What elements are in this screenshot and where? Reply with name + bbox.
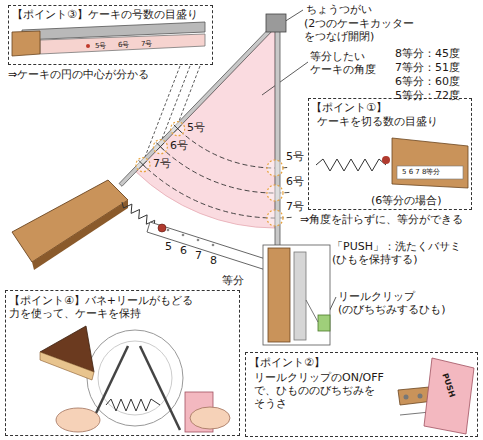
hinge xyxy=(266,14,286,32)
mark xyxy=(171,122,185,136)
spring xyxy=(106,399,160,411)
label: 5 xyxy=(165,240,172,253)
label: 5号 xyxy=(286,150,304,163)
label: ちょうつがい xyxy=(306,3,372,16)
cutter xyxy=(140,346,180,430)
label: 6 xyxy=(180,244,187,257)
label: 等分 xyxy=(222,274,244,287)
point-text: (6等分の場合) xyxy=(371,194,442,207)
pointer-dot xyxy=(382,156,390,164)
x-mark xyxy=(139,161,147,169)
reel-clip xyxy=(318,315,330,331)
label: 7号 xyxy=(141,40,152,48)
label: 5 6 7 8等分 xyxy=(402,168,441,176)
size-arcs xyxy=(138,125,291,218)
ruler-dot xyxy=(86,44,90,48)
point-box: 【ポイント②】リールクリップのON/OFF で、ひもののびちぢみを そうさ xyxy=(245,352,478,437)
mark xyxy=(136,158,150,172)
right-handle xyxy=(268,248,290,342)
scale-strip xyxy=(397,166,463,179)
point-text: ケーキを切る数の目盛り xyxy=(317,115,438,128)
label: 等分したい ケーキの角度 xyxy=(310,50,400,76)
label: 5号 xyxy=(95,42,106,50)
label: 7号 xyxy=(286,200,304,213)
x-mark xyxy=(156,143,164,151)
leader xyxy=(284,10,303,22)
reel-string xyxy=(306,300,318,322)
label: 5等分：72度 xyxy=(395,89,460,102)
label: 8等分：45度 xyxy=(395,47,460,60)
point-heading: 【ポイント②】 xyxy=(249,356,325,369)
left-handle-side xyxy=(32,200,128,270)
scale-block xyxy=(392,138,468,188)
hand xyxy=(190,407,230,429)
left-blade xyxy=(119,25,275,186)
spring xyxy=(316,159,386,171)
label: 8 xyxy=(210,254,217,267)
ruler-scale xyxy=(40,34,205,54)
point-heading: 【ポイント①】 xyxy=(311,101,387,114)
label: ⇒ケーキの円の中心が分かる xyxy=(8,68,149,81)
label: 5号 xyxy=(187,121,205,134)
mark-circles xyxy=(136,122,283,226)
ruler-handle xyxy=(12,31,40,56)
handle-detail xyxy=(263,245,330,345)
left-handle xyxy=(12,180,128,262)
scale-ruler xyxy=(147,222,275,272)
point-box: 【ポイント①】ケーキを切る数の目盛り (6等分の場合) xyxy=(308,98,472,210)
push-clip xyxy=(424,358,474,434)
point-box: 【ポイント③】ケーキの号数の目盛り xyxy=(8,5,213,65)
point-box: 【ポイント④】バネ+リールがもどる 力を使って、ケーキを保持 xyxy=(5,290,240,436)
point-heading: 【ポイント④】バネ+リールがもどる 力を使って、ケーキを保持 xyxy=(9,294,237,320)
label: 7等分：51度 xyxy=(395,61,460,74)
label: 6号 xyxy=(118,41,129,49)
label: 7号 xyxy=(153,157,171,170)
point-heading: 【ポイント③】ケーキの号数の目盛り xyxy=(12,8,198,21)
leader xyxy=(262,62,308,95)
angle-fan xyxy=(136,28,275,228)
hand xyxy=(56,408,100,432)
label: ⇒角度を計らずに、等分ができる xyxy=(300,213,463,226)
x-mark xyxy=(174,125,182,133)
mark xyxy=(267,210,283,226)
label: 「PUSH」：洗たくバサミ (ひもを保持する) xyxy=(332,240,480,266)
mark xyxy=(153,140,167,154)
label: (2つのケーキカッター をつなげ開閉) xyxy=(304,17,464,43)
label: 6等分：60度 xyxy=(395,75,460,88)
cake-side xyxy=(40,352,94,380)
screw xyxy=(404,395,409,400)
scale-ticks xyxy=(167,229,215,247)
point-text: リールクリップのON/OFF で、ひもののびちぢみを そうさ xyxy=(254,371,394,411)
label: リールクリップ (のびちぢみするひも) xyxy=(338,290,480,316)
label: 6号 xyxy=(286,175,304,188)
screw xyxy=(418,394,423,399)
plate-rim xyxy=(98,341,172,415)
pointer-dot xyxy=(158,224,166,232)
mark xyxy=(267,185,283,201)
clothespin xyxy=(294,252,306,340)
mark xyxy=(267,160,283,176)
label: 6号 xyxy=(170,139,188,152)
label: 7 xyxy=(195,249,202,262)
size-ruler xyxy=(12,22,205,56)
plate xyxy=(87,330,183,426)
